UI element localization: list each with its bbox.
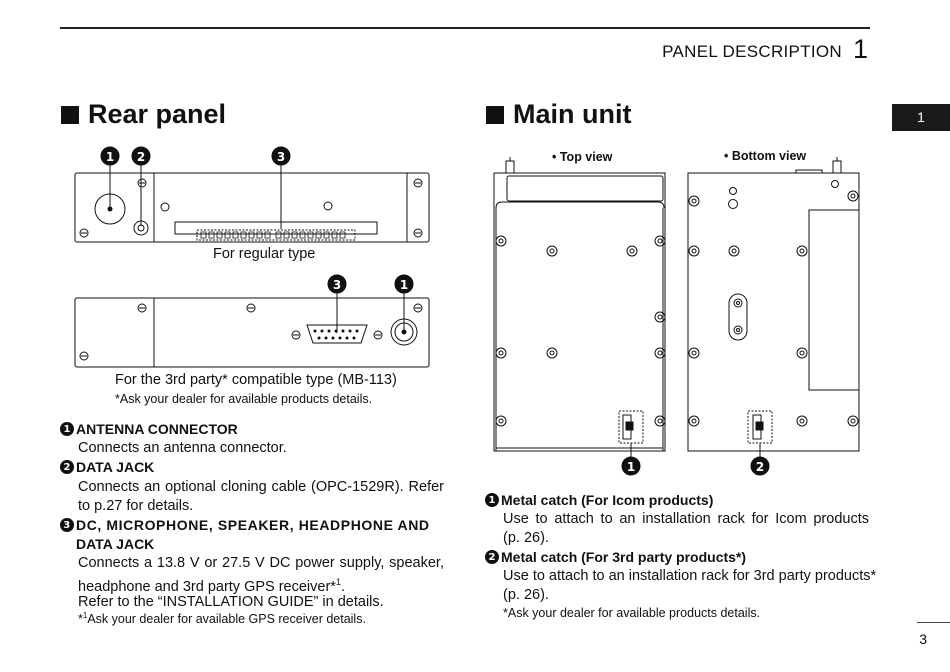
callout-3-bottom: 3 xyxy=(327,274,347,294)
chapter-tab: 1 xyxy=(892,104,950,131)
svg-text:2: 2 xyxy=(756,460,764,474)
screw-icon xyxy=(847,190,859,202)
screw-icon xyxy=(688,347,700,359)
screw-icon xyxy=(137,178,147,188)
rear-item-2-text-line2: to p.27 for details. xyxy=(78,498,194,514)
screw-icon xyxy=(688,195,700,207)
screw-icon xyxy=(79,228,89,238)
callout-1-main: 1 xyxy=(621,456,641,476)
note-3rd-party: *Ask your dealer for available products … xyxy=(115,392,373,406)
svg-text:3: 3 xyxy=(277,150,285,164)
callout-2-main: 2 xyxy=(750,456,770,476)
callout-3-top: 3 xyxy=(271,146,291,166)
top-view-label: • Top view xyxy=(552,150,613,164)
main-unit-title: Main unit xyxy=(486,99,631,130)
rear-item-2-heading: 2 DATA JACK xyxy=(60,459,154,475)
header-rule xyxy=(60,27,870,29)
screw-icon xyxy=(796,415,808,427)
screw-icon xyxy=(796,245,808,257)
screw-icon xyxy=(546,245,558,257)
caption-3rd-party-type: For the 3rd party* compatible type (MB-1… xyxy=(115,372,397,388)
main-item-2-text-line1: Use to attach to an installation rack fo… xyxy=(503,568,877,584)
running-header-chapter: 1 xyxy=(852,34,868,64)
svg-text:1: 1 xyxy=(627,460,635,474)
main-item-2-text-line2: (p. 26). xyxy=(503,587,549,603)
screw-icon xyxy=(733,325,743,335)
svg-text:3: 3 xyxy=(333,278,341,292)
rear-item-3-text-line1: Connects a 13.8 V or 27.5 V DC power sup… xyxy=(78,555,444,571)
screw-icon xyxy=(137,303,147,313)
main-item-1-text-line2: (p. 26). xyxy=(503,530,549,546)
screw-icon xyxy=(654,311,666,323)
main-item-2-heading: 2 Metal catch (For 3rd party products*) xyxy=(485,549,746,565)
callout-1-bottom: 1 xyxy=(394,274,414,294)
svg-text:2: 2 xyxy=(137,150,145,164)
running-header-title: PANEL DESCRIPTION xyxy=(662,42,842,61)
screw-icon xyxy=(546,347,558,359)
bottom-view-label: • Bottom view xyxy=(724,149,807,163)
rear-panel-illustration: 1 2 3 3 xyxy=(74,146,430,368)
number-3-badge: 3 xyxy=(60,518,74,532)
caption-regular-type: For regular type xyxy=(213,246,316,262)
screw-icon xyxy=(654,347,666,359)
screw-icon xyxy=(847,415,859,427)
screw-icon xyxy=(688,245,700,257)
main-item-1-text-line1: Use to attach to an installation rack fo… xyxy=(503,511,869,527)
screw-icon xyxy=(373,330,383,340)
svg-text:1: 1 xyxy=(400,278,408,292)
rear-item-3-heading-line2: DATA JACK xyxy=(76,536,155,552)
screw-icon xyxy=(291,330,301,340)
screw-icon xyxy=(626,245,638,257)
screw-icon xyxy=(733,298,743,308)
screw-icon xyxy=(495,235,507,247)
main-item-1-heading: 1 Metal catch (For Icom products) xyxy=(485,492,713,508)
screw-icon xyxy=(654,235,666,247)
square-bullet-icon xyxy=(61,105,79,124)
screw-icon xyxy=(728,245,740,257)
callout-2-top: 2 xyxy=(131,146,151,166)
screw-icon xyxy=(246,303,256,313)
screw-icon xyxy=(413,228,423,238)
rear-item-1-text: Connects an antenna connector. xyxy=(78,440,287,456)
screw-icon xyxy=(495,347,507,359)
page-number: 3 xyxy=(919,631,927,647)
number-1-badge: 1 xyxy=(60,422,74,436)
square-bullet-icon xyxy=(486,105,504,124)
rear-item-2-text-line1: Connects an optional cloning cable (OPC-… xyxy=(78,479,444,495)
screw-icon xyxy=(796,347,808,359)
rear-item-3-footnote: *1Ask your dealer for available GPS rece… xyxy=(78,611,366,627)
main-unit-illustration: 1 2 xyxy=(493,157,860,476)
number-1-badge: 1 xyxy=(485,493,499,507)
number-2-badge: 2 xyxy=(485,550,499,564)
screw-icon xyxy=(654,415,666,427)
screw-icon xyxy=(413,303,423,313)
rear-item-3-text-line2: headphone and 3rd party GPS receiver*1. xyxy=(78,577,345,595)
main-unit-footnote: *Ask your dealer for available products … xyxy=(503,606,761,620)
rear-panel-title: Rear panel xyxy=(61,99,226,130)
callout-label: 1 xyxy=(106,150,114,164)
screw-icon xyxy=(688,415,700,427)
callout-1-top: 1 xyxy=(100,146,120,166)
screw-icon xyxy=(79,351,89,361)
rear-item-3-text-line3: Refer to the “INSTALLATION GUIDE” in det… xyxy=(78,594,384,610)
screw-icon xyxy=(413,178,423,188)
number-2-badge: 2 xyxy=(60,460,74,474)
screw-icon xyxy=(495,415,507,427)
footer-rule xyxy=(917,622,950,623)
rear-item-1-heading: 1 ANTENNA CONNECTOR xyxy=(60,421,238,437)
